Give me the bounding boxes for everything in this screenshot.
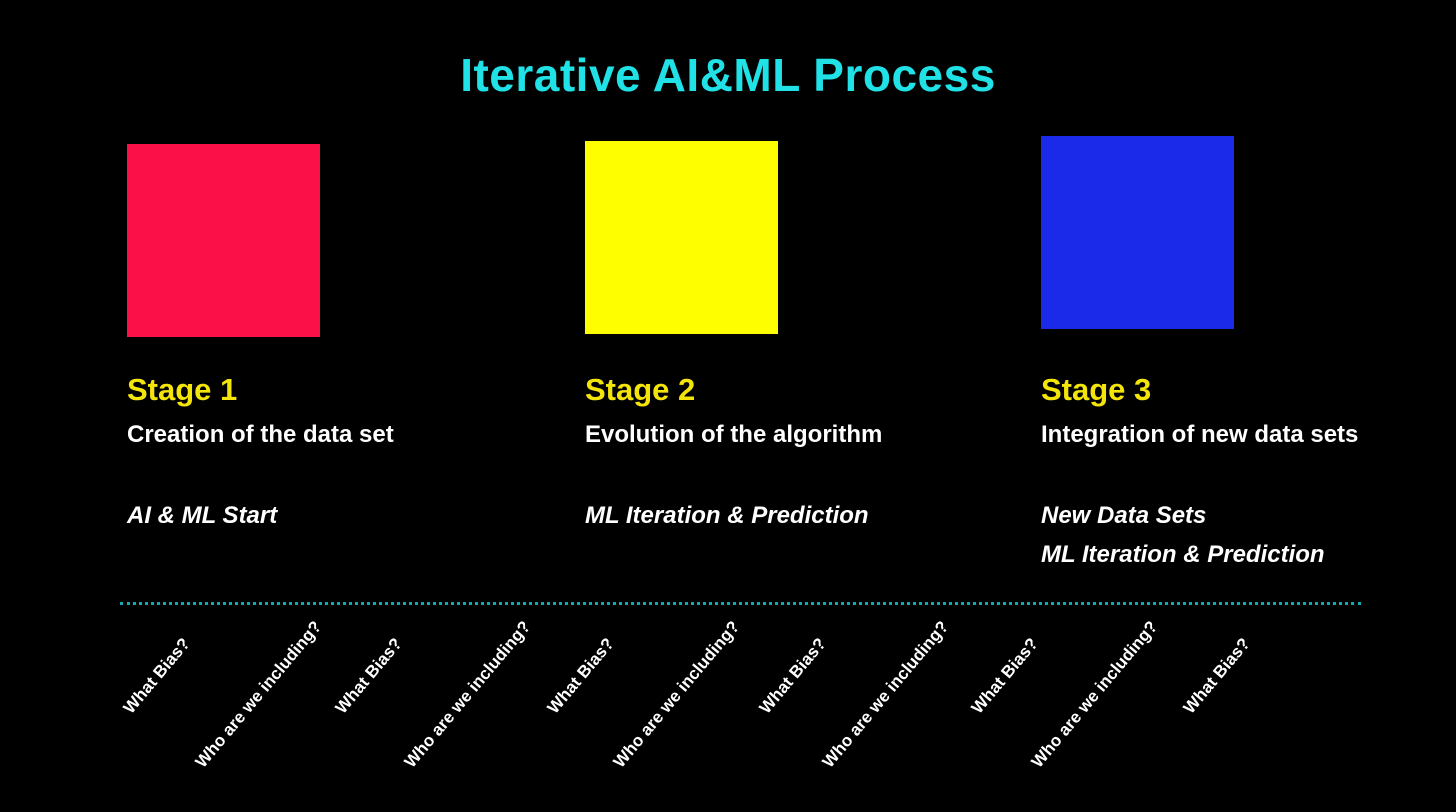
stage-2-note-line: ML Iteration & Prediction (585, 502, 869, 529)
bias-label-who-including: Who are we including? (191, 617, 326, 772)
bias-label-who-including: Who are we including? (818, 617, 953, 772)
stage-2-square (585, 141, 778, 334)
stage-1-note-line: AI & ML Start (127, 502, 278, 529)
bias-label-who-including: Who are we including? (1027, 617, 1162, 772)
bias-label-who-including: Who are we including? (400, 617, 535, 772)
stage-3-square (1041, 136, 1234, 329)
stage-3-column: Stage 3 Integration of new data sets New… (1041, 0, 1456, 612)
slide-title: Iterative AI&ML Process (460, 49, 996, 101)
stage-3-heading: Stage 3 (1041, 372, 1152, 407)
stage-1-column: Stage 1 Creation of the data set AI & ML… (127, 0, 547, 612)
stage-1-heading: Stage 1 (127, 372, 238, 407)
bias-label-what-bias: What Bias? (1179, 634, 1254, 718)
stage-2-heading: Stage 2 (585, 372, 696, 407)
stage-1-subheading: Creation of the data set (127, 421, 394, 448)
bias-label-what-bias: What Bias? (755, 634, 830, 718)
stage-2-column: Stage 2 Evolution of the algorithm ML It… (585, 0, 1005, 612)
dotted-divider (120, 602, 1361, 605)
stage-3-notes: New Data Sets ML Iteration & Prediction (1041, 496, 1325, 574)
bias-label-who-including: Who are we including? (609, 617, 744, 772)
stage-2-notes: ML Iteration & Prediction (585, 496, 869, 535)
bias-label-what-bias: What Bias? (967, 634, 1042, 718)
stage-3-note-line: ML Iteration & Prediction (1041, 541, 1325, 568)
bias-label-what-bias: What Bias? (331, 634, 406, 718)
stage-1-notes: AI & ML Start (127, 496, 277, 535)
stage-3-subheading: Integration of new data sets (1041, 421, 1359, 448)
stage-3-note-line: New Data Sets (1041, 502, 1207, 529)
stage-2-subheading: Evolution of the algorithm (585, 421, 883, 448)
bias-label-what-bias: What Bias? (119, 634, 194, 718)
bias-label-what-bias: What Bias? (543, 634, 618, 718)
stage-1-square (127, 144, 320, 337)
